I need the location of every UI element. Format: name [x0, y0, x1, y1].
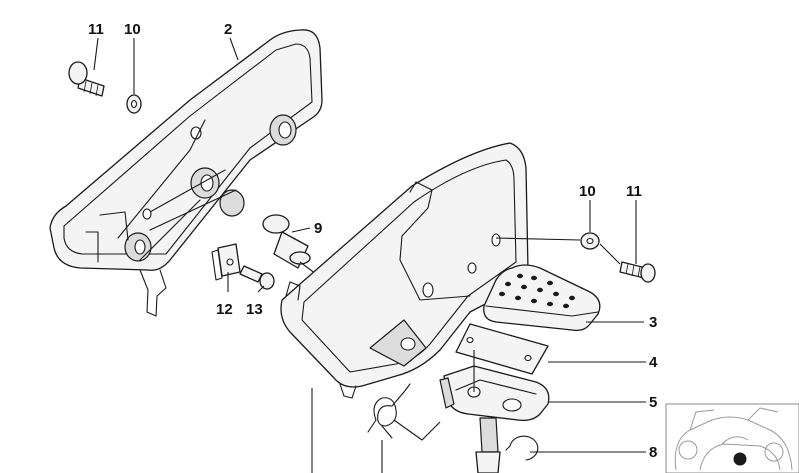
callout-2: 2	[224, 21, 232, 38]
assembly-line-spring	[393, 419, 441, 441]
part-13-screw	[239, 265, 275, 290]
callout-10-upper: 10	[124, 21, 141, 38]
part-2-bracket	[49, 29, 323, 317]
part-4-plate	[455, 323, 549, 375]
callout-4: 4	[649, 354, 658, 371]
part-12-clip-nut	[211, 243, 241, 281]
callout-5: 5	[649, 394, 657, 411]
part-8-circlip	[505, 435, 539, 461]
callout-11-right: 11	[626, 183, 642, 200]
part-10-washer-upper	[126, 94, 142, 114]
callout-13: 13	[246, 301, 263, 318]
location-marker-dot	[733, 452, 747, 466]
part-5-footrest	[439, 365, 550, 473]
vehicle-thumbnail	[665, 403, 799, 473]
part-9-pin	[262, 214, 311, 269]
part-11-screw-upper	[68, 61, 105, 97]
pad-holes	[499, 273, 575, 309]
callout-12: 12	[216, 301, 233, 318]
part-10-washer-right	[580, 232, 600, 250]
part-11-screw-right	[619, 261, 656, 283]
callout-3: 3	[649, 314, 657, 331]
callout-9: 9	[314, 220, 322, 237]
callout-10-right: 10	[579, 183, 596, 200]
callout-labels: 11 10 2 9 12 13 10 11 3 4 5 8	[88, 21, 658, 461]
callout-8: 8	[649, 444, 657, 461]
spring	[367, 383, 411, 439]
leader-lines	[93, 37, 646, 473]
assembly-line-right	[495, 237, 621, 265]
part-3-rubber-pad	[483, 264, 601, 332]
callout-11-upper: 11	[88, 21, 104, 38]
